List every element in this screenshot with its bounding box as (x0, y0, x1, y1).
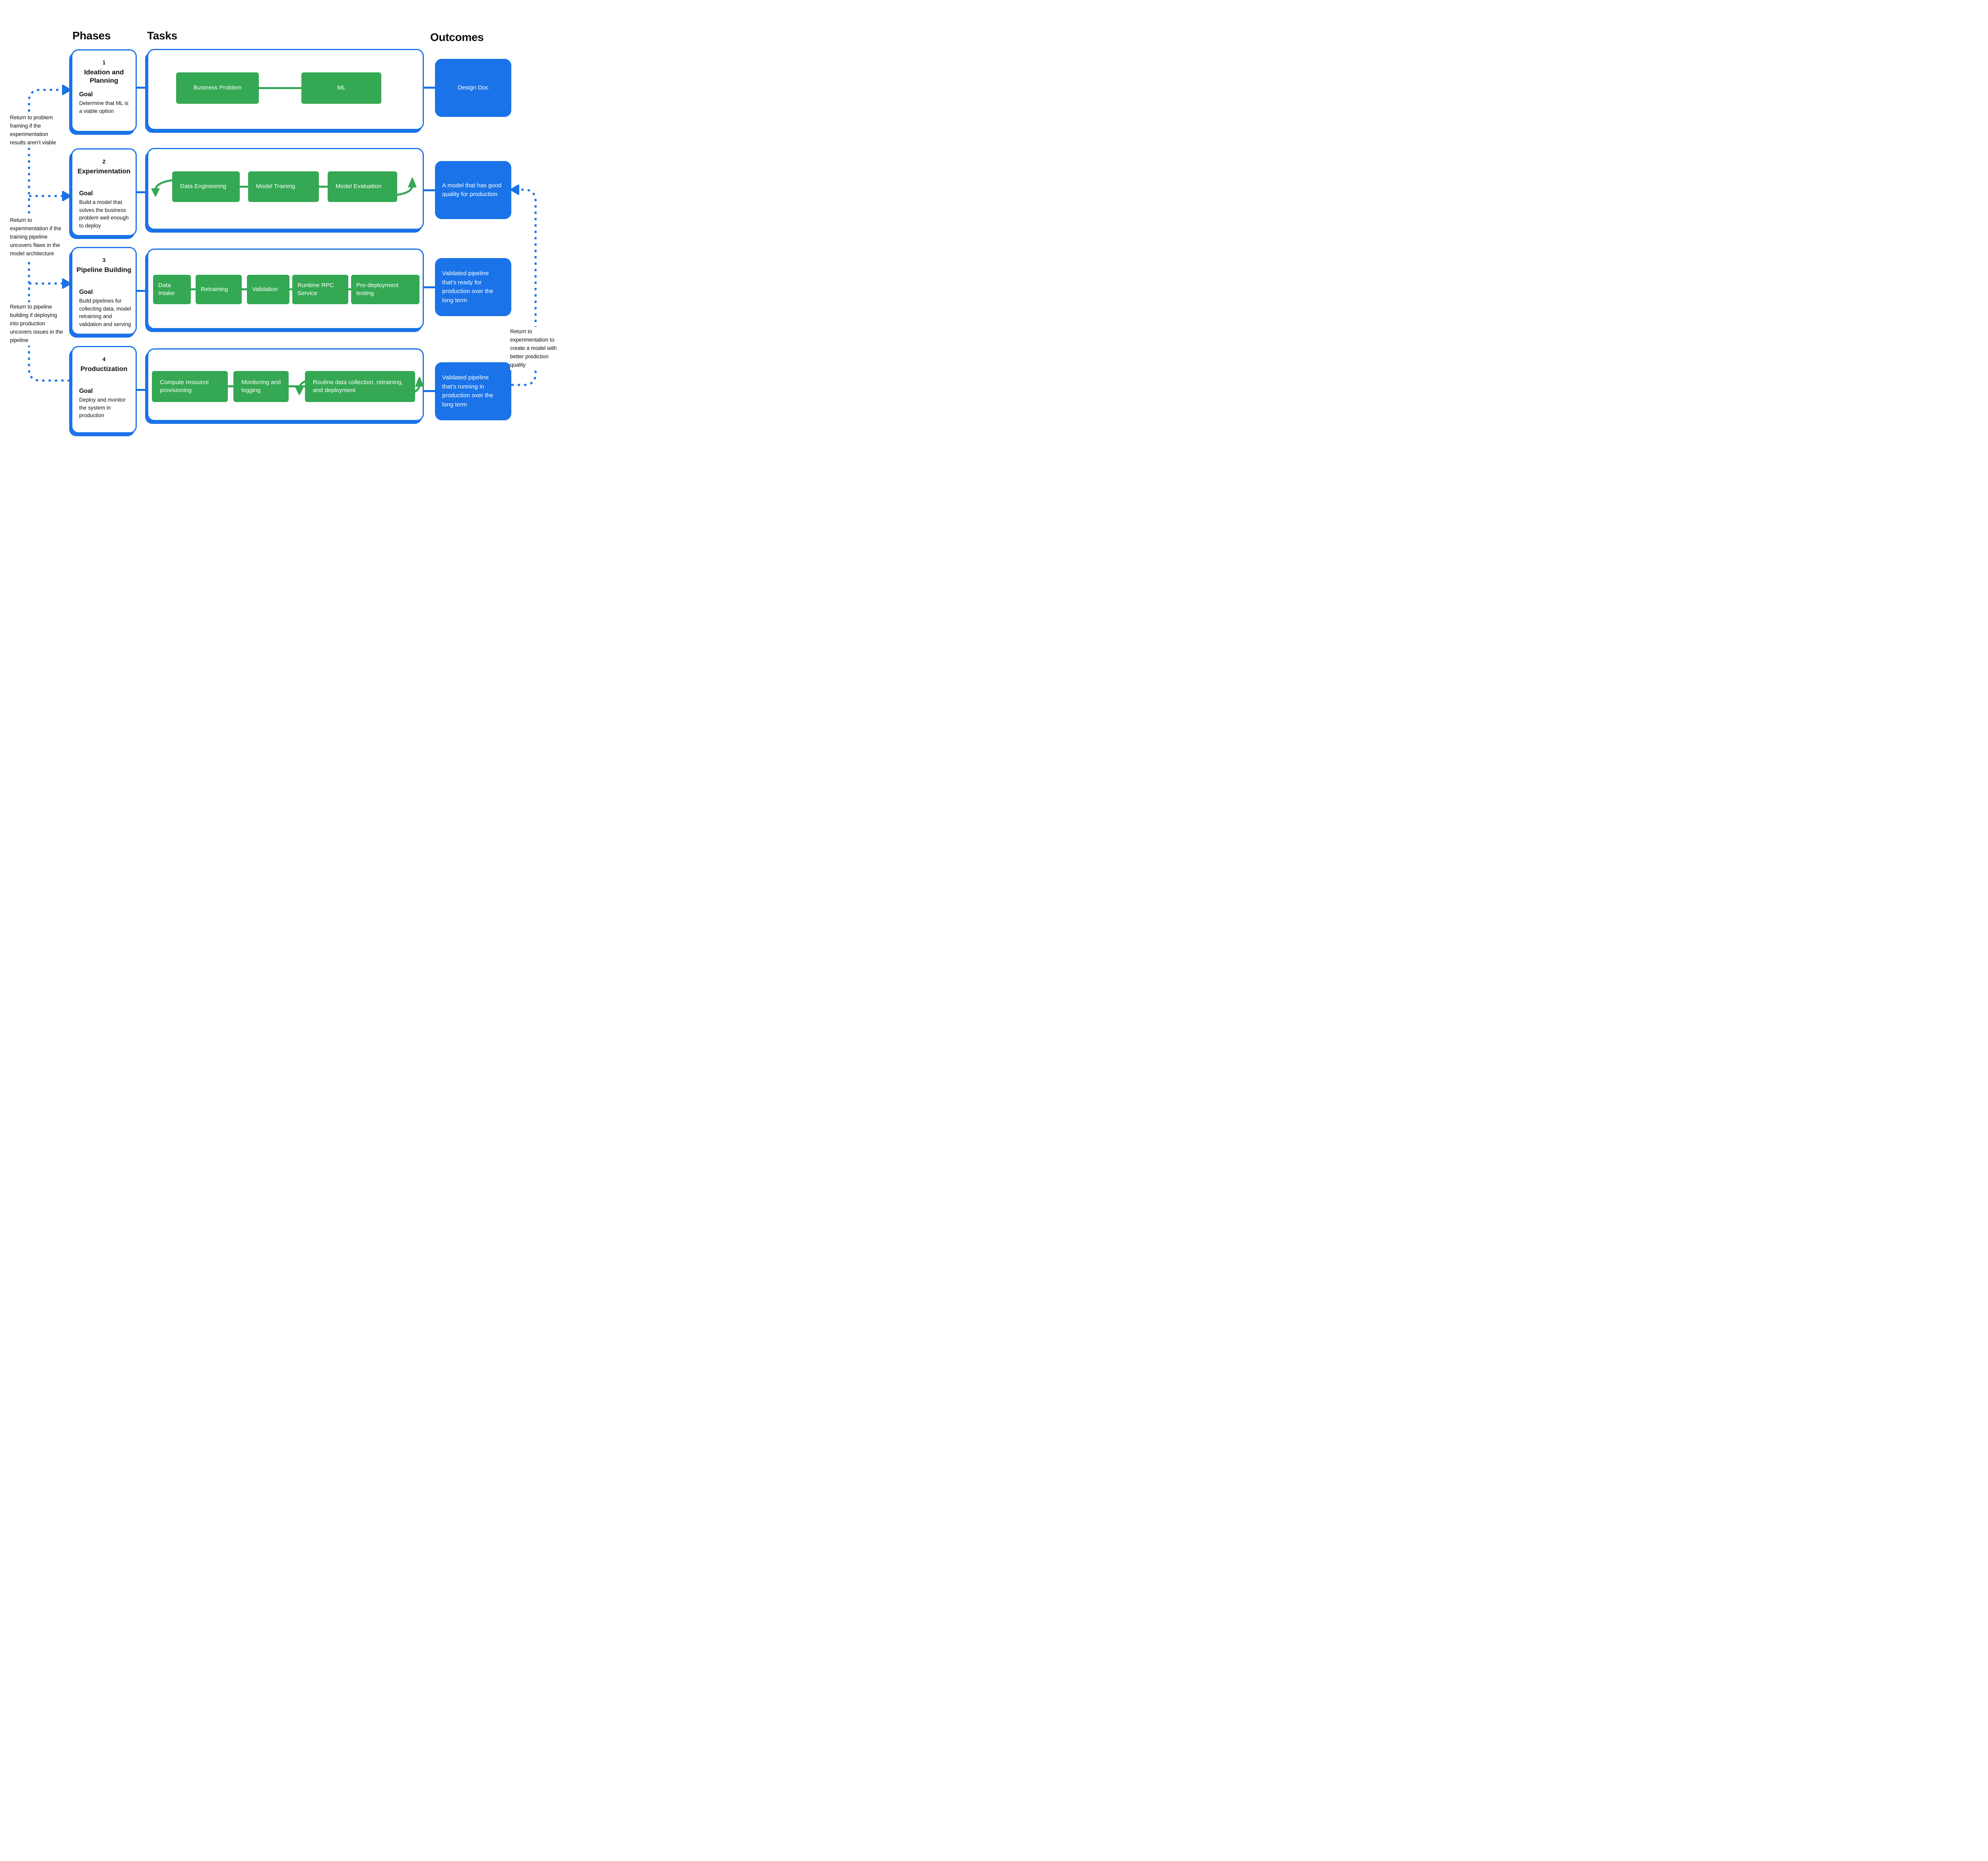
outcome-good-model: A model that has good quality for produc… (435, 161, 511, 219)
link-training-evaluation (319, 186, 328, 188)
phases-column-header: Phases (72, 29, 111, 42)
goal-text: Determine that ML is a viable option (79, 100, 129, 114)
phase-card-experimentation: 2 Experimentation Goal Build a model tha… (71, 148, 137, 236)
phase-number: 2 (102, 158, 106, 165)
annotation-return-problem-framing: Return to problem framing if the experim… (10, 113, 64, 148)
goal-label: Goal (79, 190, 93, 197)
arrowhead-right-row3-icon (62, 278, 71, 289)
loop-arrow-down-icon (151, 188, 160, 197)
arrowhead-right-row2-icon (62, 191, 71, 201)
link-compute-monitoring (228, 385, 233, 387)
task-box-data-engineering: Data Engineering (172, 171, 240, 202)
annotation-return-pipeline-building: Return to pipeline building if deploying… (10, 302, 64, 346)
goal-text: Deploy and monitor the system in product… (79, 397, 126, 419)
ml-lifecycle-diagram: Phases Tasks Outcomes 1 Ideation and Pla… (0, 0, 564, 465)
link-dataeng-training (240, 186, 248, 188)
link-monitoring-routine (289, 385, 305, 387)
phase-title: Experimentation (77, 167, 131, 175)
tasks-column-header: Tasks (147, 29, 177, 42)
phase-title: Productization (80, 365, 128, 373)
connector-phase1-tasks (137, 87, 148, 89)
connector-tasks1-outcome (424, 87, 436, 89)
task-box-compute-provisioning: Compute resource provisioning (152, 371, 228, 402)
goal-label: Goal (79, 388, 93, 394)
loop-arrow-up-icon (408, 177, 417, 188)
connector-tasks2-outcome (424, 189, 436, 191)
phase-title: Ideation and Planning (84, 68, 124, 85)
task-box-runtime-rpc: Runtime RPC Service (292, 275, 348, 304)
annotation-return-experimentation: Return to experimentation if the trainin… (10, 216, 63, 259)
task-box-retraining: Retraining (196, 275, 242, 304)
phase-card-pipeline-building: 3 Pipeline Building Goal Build pipelines… (71, 247, 137, 335)
task-box-monitoring-logging: Monitoring and logging (233, 371, 289, 402)
connector-tasks3-outcome (424, 286, 436, 288)
task-box-data-intake: Data Intake (153, 275, 191, 304)
connector-tasks4-outcome (424, 390, 436, 392)
phase-number: 3 (102, 257, 106, 263)
phase-card-ideation: 1 Ideation and Planning Goal Determine t… (71, 49, 137, 132)
link-business-problem-ml (259, 87, 301, 89)
link-validation-rpc (289, 288, 292, 290)
task-box-ml: ML (301, 72, 381, 104)
arrowhead-left-outcome2-icon (510, 185, 519, 195)
outcome-validated-pipeline-running: Validated pipeline that’s running in pro… (435, 362, 511, 420)
tasks-panel-row1: Business Problem ML (147, 49, 424, 130)
outcome-validated-pipeline-ready: Validated pipeline that’s ready for prod… (435, 258, 511, 316)
connector-phase2-tasks (137, 191, 148, 193)
phase-goal: Goal Build a model that solves the busin… (79, 190, 132, 229)
phase-goal: Goal Deploy and monitor the system in pr… (79, 388, 132, 420)
phase-goal: Goal Build pipelines for collecting data… (79, 289, 132, 328)
task-box-validation: Validation (247, 275, 289, 304)
task-box-business-problem: Business Problem (176, 72, 259, 104)
task-box-model-evaluation: Model Evaluation (328, 171, 397, 202)
phase-number: 1 (102, 59, 106, 66)
annotation-return-better-quality: Return to experimentation to create a mo… (510, 327, 560, 370)
outcome-design-doc: Design Doc (435, 59, 511, 117)
connector-phase3-tasks (137, 290, 148, 292)
tasks-panel-row2: Data Engineering Model Training Model Ev… (147, 148, 424, 230)
link-rpc-predeployment (348, 288, 351, 290)
loop-arrow-down-icon (295, 387, 304, 395)
loop-arrow-up-icon (415, 377, 424, 387)
phase-goal: Goal Determine that ML is a viable optio… (79, 91, 132, 115)
tasks-panel-row4: Compute resource provisioning Monitoring… (147, 348, 424, 421)
goal-text: Build pipelines for collecting data, mod… (79, 298, 131, 327)
goal-label: Goal (79, 289, 93, 295)
task-box-model-training: Model Training (248, 171, 319, 202)
link-intake-retraining (191, 288, 196, 290)
phase-title: Pipeline Building (76, 266, 132, 274)
goal-text: Build a model that solves the business p… (79, 199, 129, 229)
phase-card-productization: 4 Productization Goal Deploy and monitor… (71, 346, 137, 433)
outcomes-column-header: Outcomes (430, 31, 484, 43)
connector-phase4-tasks (137, 389, 148, 391)
phase-number: 4 (102, 356, 106, 362)
link-retraining-validation (242, 288, 247, 290)
tasks-panel-row3: Data Intake Retraining Validation Runtim… (147, 249, 424, 329)
goal-label: Goal (79, 91, 93, 98)
arrowhead-right-row1-icon (62, 85, 71, 95)
task-box-predeployment-testing: Pre-deployment testing (351, 275, 419, 304)
task-box-routine-collection: Routine data collection, retraining, and… (305, 371, 415, 402)
